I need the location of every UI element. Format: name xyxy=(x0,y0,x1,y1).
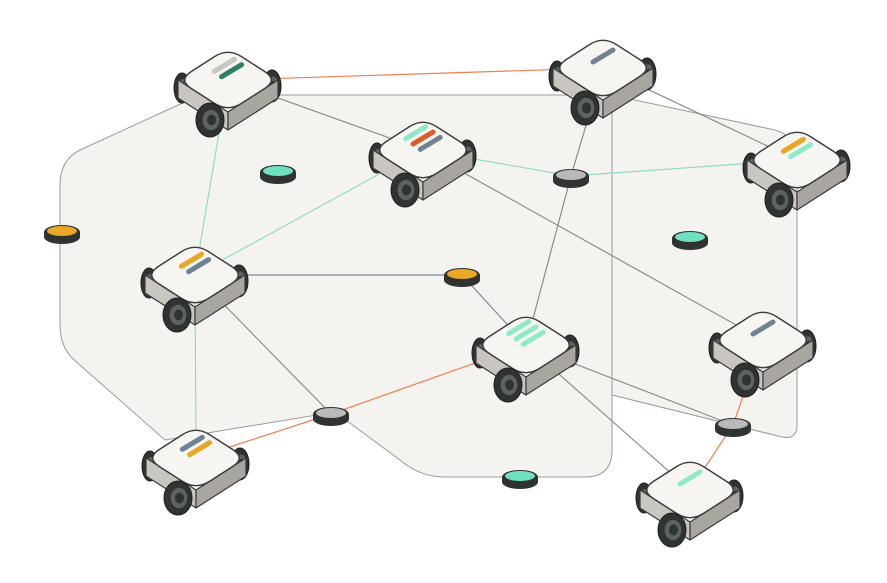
robot-status-stripe xyxy=(590,47,616,65)
waypoint-marker-yellow xyxy=(444,268,480,287)
robot-status-stripe xyxy=(219,62,245,80)
robot-r8 xyxy=(141,429,250,516)
waypoint-markers xyxy=(44,165,751,489)
waypoint-marker-yellow xyxy=(44,225,80,244)
robot-status-stripe xyxy=(410,129,436,147)
link-m-grey-1-r6 xyxy=(525,175,572,346)
robot-status-stripe xyxy=(506,319,532,337)
robot-status-stripe xyxy=(677,469,703,487)
waypoint-marker-teal xyxy=(672,231,708,250)
link-r5-r8 xyxy=(194,274,197,459)
robot-r2 xyxy=(548,39,657,126)
waypoint-marker-grey xyxy=(553,169,589,188)
waypoint-marker-grey xyxy=(313,407,349,426)
waypoint-marker-grey xyxy=(715,418,751,437)
waypoint-marker-teal xyxy=(260,165,296,184)
robot-status-stripe xyxy=(780,136,806,154)
robot-status-stripe xyxy=(178,251,204,269)
link-r1-r2 xyxy=(227,67,604,81)
robots xyxy=(140,39,851,548)
robot-status-stripe xyxy=(417,134,443,152)
robot-status-stripe xyxy=(186,257,212,275)
robot-r1 xyxy=(173,51,282,138)
robot-r5 xyxy=(140,246,249,333)
link-r3-r7 xyxy=(422,149,764,341)
robot-status-stripe xyxy=(750,319,776,337)
robot-r6 xyxy=(471,316,580,403)
robot-r9 xyxy=(635,461,744,548)
robot-status-stripe xyxy=(513,324,539,342)
robot-r4 xyxy=(742,131,851,218)
robot-status-stripe xyxy=(788,142,814,160)
robot-status-stripe xyxy=(187,440,213,458)
robot-status-stripe xyxy=(211,56,237,74)
waypoint-marker-teal xyxy=(502,470,538,489)
robot-status-stripe xyxy=(179,434,205,452)
robot-r3 xyxy=(368,121,477,208)
robot-status-stripe xyxy=(403,124,429,142)
robot-status-stripe xyxy=(520,329,546,347)
robot-r7 xyxy=(708,311,817,398)
